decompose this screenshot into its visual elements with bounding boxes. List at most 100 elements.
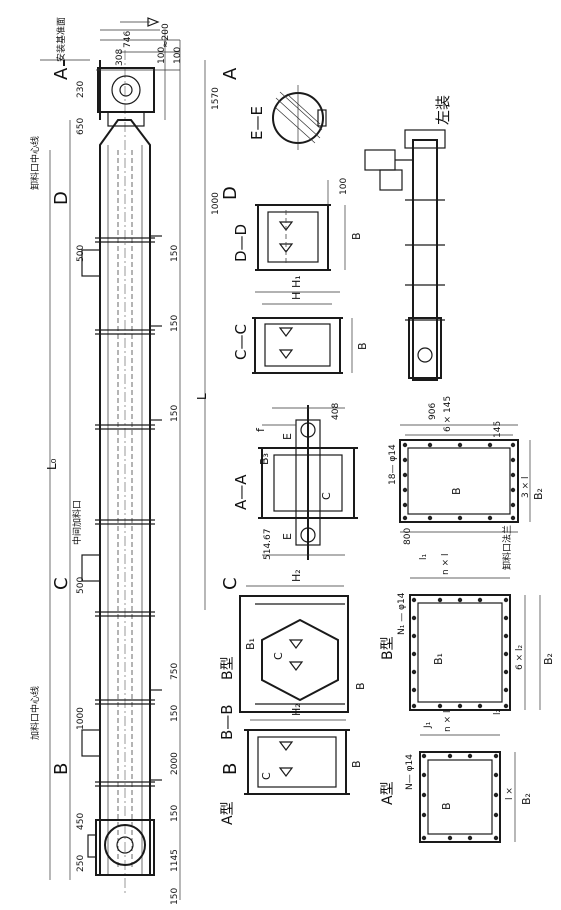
c-c-dim-h: H [290,292,303,300]
a-type-flange: A型 N— φ14 n × l B l × B₂ [380,711,533,843]
a-flange-holes: N— φ14 [405,754,415,790]
outlet-3x1: 3 × l [521,477,531,499]
b-type-flange: B型 N₁ — φ14 n × l l₁ B₁ B₂ 6 × l₂ l₂ J₁ [380,553,555,729]
a-a-dim-e2: E [281,533,294,540]
a-a-dim-e: E [281,433,294,440]
outlet-b: B [450,487,463,495]
dim-150d: 150 [170,705,180,722]
install-base-label: 安装基准面 [55,17,67,62]
dim-150b: 150 [170,315,180,332]
a-a-dim-b3: B₃ [258,453,271,465]
b-b-title: B—B [218,704,236,740]
a-flange-lx: l × [505,787,515,800]
dim-230: 230 [76,81,86,98]
a-type-dim-h2: H₂ [290,703,303,716]
b-flange-l1: l₁ [419,553,429,560]
overall-length-label: L [195,393,209,400]
b-type-label: B型 [220,656,236,680]
dim-100b: 100 [173,47,183,64]
dim-150a: 150 [170,245,180,262]
main-view-labels: A D C B 安装基准面 卸料口中心线 中间加料口 加料口中心线 L L₀ [29,17,209,775]
outlet-flange: 18— φ14 906 6 × 145 145 B 800 B₂ 3 × l 卸… [388,396,545,570]
c-c-dim-h1: H₁ [290,275,303,288]
dim-308: 308 [115,49,125,66]
dim-450: 450 [76,813,86,830]
dim-500b: 500 [76,577,86,594]
left-install-title: 左装 [434,95,452,125]
section-c-c: C—C H₁ H B [232,275,369,374]
dim-1000r: 1000 [211,192,221,215]
b-flange-6l2: 6 × l₂ [515,645,525,670]
b-flange-nl: n × l [441,554,451,575]
outlet-145: 145 [493,421,503,438]
b-b-dim-b: B [354,682,367,690]
section-d-right: D [220,186,241,200]
dim-650: 650 [76,118,86,135]
dim-250: 250 [76,855,86,872]
b-flange-b1: B₁ [432,653,445,665]
a-type-flange-label: A型 [380,781,396,805]
a-type-label: A型 [220,801,236,825]
dim-150f: 150 [170,888,180,905]
e-e-title: E—E [248,106,266,140]
d-d-title: D—D [232,224,250,262]
section-label-c: C [51,577,72,590]
left-install-view: 左装 [364,95,452,381]
b-b-dim-h2: H₂ [290,569,303,582]
a-a-title: A—A [232,474,250,510]
section-a-right: A [220,67,241,80]
a-a-dim-c: C [320,492,333,500]
section-b-right: B [220,763,241,775]
dim-200: ≈200 [161,23,171,48]
dim-100a: 100 [157,47,167,64]
section-b-b: B—B B型 A型 H₂ B₁ C B H₂ C B [218,569,367,825]
c-c-dim-b: B [356,342,369,350]
a-a-dim-408: 408 [331,403,341,420]
section-label-a: A [51,67,72,80]
c-c-title: C—C [232,324,250,360]
section-label-b: B [51,763,72,775]
section-e-e: E—E [248,85,327,150]
b-flange-holes: N₁ — φ14 [397,592,407,635]
dim-1570: 1570 [211,87,221,110]
a-a-dim-514: 514.67 [263,529,273,561]
section-label-d: D [51,191,72,205]
length-l0-label: L₀ [45,458,59,470]
mid-inlet-label: 中间加料口 [71,500,83,545]
b-b-dim-c: C [272,652,285,660]
a-flange-b2: B₂ [520,793,533,805]
dim-2000: 2000 [170,752,180,775]
outlet-906: 906 [428,403,438,420]
section-c-right: C [220,577,241,590]
dim-750: 750 [170,663,180,680]
a-type-dim-b: B [350,760,363,768]
b-flange-j1: J₁ [423,721,433,729]
b-flange-l2: l₂ [493,708,503,715]
dim-150e: 150 [170,805,180,822]
dim-1145: 1145 [170,849,180,872]
outlet-center-label: 卸料口中心线 [29,136,41,190]
inlet-center-label: 加料口中心线 [29,686,41,740]
a-a-dim-f: f [254,427,267,432]
outlet-holes: 18— φ14 [388,444,398,485]
outlet-800: 800 [403,528,413,545]
outlet-flange-label: 卸料口法兰 [501,525,513,570]
a-flange-b: B [440,802,453,810]
outlet-b2: B₂ [532,488,545,500]
dim-150c: 150 [170,405,180,422]
d-d-dim-100: 100 [339,178,349,195]
b-type-flange-label: B型 [380,636,396,660]
b-b-dim-b1: B₁ [244,638,257,650]
outlet-6x145: 6 × 145 [443,396,453,432]
b-flange-b2: B₂ [542,653,555,665]
main-dimensions: 746 ≈200 308 100 100 230 650 500 150 150… [76,23,221,905]
dim-1000: 1000 [76,707,86,730]
d-d-dim-b: B [350,232,363,240]
main-conveyor-view [40,17,206,900]
section-a-a: A—A B₃ f E E C 408 514.67 [232,403,358,560]
section-d-d: D—D 100 B [232,178,363,271]
a-type-dim-c: C [260,772,273,780]
dim-500a: 500 [76,245,86,262]
dim-746: 746 [123,31,133,48]
